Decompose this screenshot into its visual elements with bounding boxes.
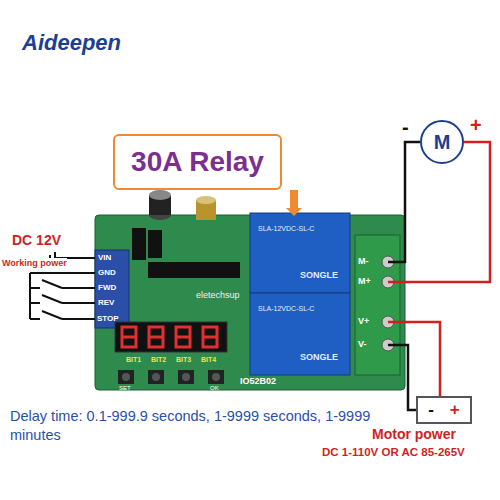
node-text: M bbox=[434, 131, 451, 154]
ic-chip bbox=[148, 262, 240, 278]
note-text: Delay time: 0.1-999.9 seconds, 1-9999 se… bbox=[10, 407, 400, 445]
pin-name: STOP bbox=[97, 314, 119, 323]
wire bbox=[388, 142, 420, 262]
supply-label: Working power bbox=[2, 258, 67, 268]
relay bbox=[250, 293, 350, 375]
output-terminal bbox=[355, 235, 400, 375]
terminal-screw bbox=[382, 256, 394, 351]
power-source-box: -+ bbox=[416, 396, 472, 424]
input-terminal bbox=[95, 250, 129, 328]
node-text: - bbox=[428, 400, 434, 420]
pin-name: VIN bbox=[98, 253, 111, 262]
terminal-label: V- bbox=[358, 339, 367, 349]
capacitor bbox=[196, 196, 216, 204]
supply-label: Motor power bbox=[372, 426, 456, 442]
relay-model: SLA-12VDC-SL-C bbox=[258, 225, 314, 233]
relay-model: SLA-12VDC-SL-C bbox=[258, 305, 314, 313]
capacitor bbox=[149, 190, 171, 200]
motor-circle: M bbox=[420, 120, 464, 164]
node-text: 30A Relay bbox=[131, 146, 264, 178]
digit-label: BIT3 bbox=[176, 356, 191, 364]
transistor bbox=[148, 230, 162, 258]
digit-label: BIT2 bbox=[151, 356, 166, 364]
polarity-mark: + bbox=[470, 114, 482, 137]
board-id: IO52B02 bbox=[240, 376, 276, 386]
supply-label: DC 12V bbox=[12, 232, 61, 248]
terminal-label: M+ bbox=[358, 276, 371, 286]
pointer-arrow bbox=[286, 190, 302, 216]
transistor bbox=[132, 228, 146, 260]
relay-brand: SONGLE bbox=[300, 270, 338, 280]
relay bbox=[250, 213, 350, 293]
pin-name: REV bbox=[98, 298, 114, 307]
wire bbox=[388, 322, 440, 400]
board-brand: eletechsup bbox=[196, 290, 240, 300]
digit-label: BIT1 bbox=[126, 356, 141, 364]
terminal-label: V+ bbox=[358, 316, 369, 326]
callout-box: 30A Relay bbox=[113, 134, 282, 190]
supply-label: DC 1-110V OR AC 85-265V bbox=[322, 446, 465, 459]
pin-name: FWD bbox=[98, 283, 116, 292]
seven-segment bbox=[122, 327, 217, 347]
brand-logo: Aideepen bbox=[22, 30, 121, 55]
push-button bbox=[118, 370, 224, 384]
button-label: SET bbox=[119, 385, 131, 392]
button-label: OK bbox=[210, 385, 219, 392]
led-display bbox=[115, 322, 227, 352]
polarity-mark: - bbox=[402, 116, 409, 139]
node-text: + bbox=[450, 400, 460, 420]
relay-brand: SONGLE bbox=[300, 352, 338, 362]
wire bbox=[388, 345, 418, 410]
pin-name: GND bbox=[98, 268, 116, 277]
terminal-label: M- bbox=[358, 256, 369, 266]
digit-label: BIT4 bbox=[201, 356, 216, 364]
